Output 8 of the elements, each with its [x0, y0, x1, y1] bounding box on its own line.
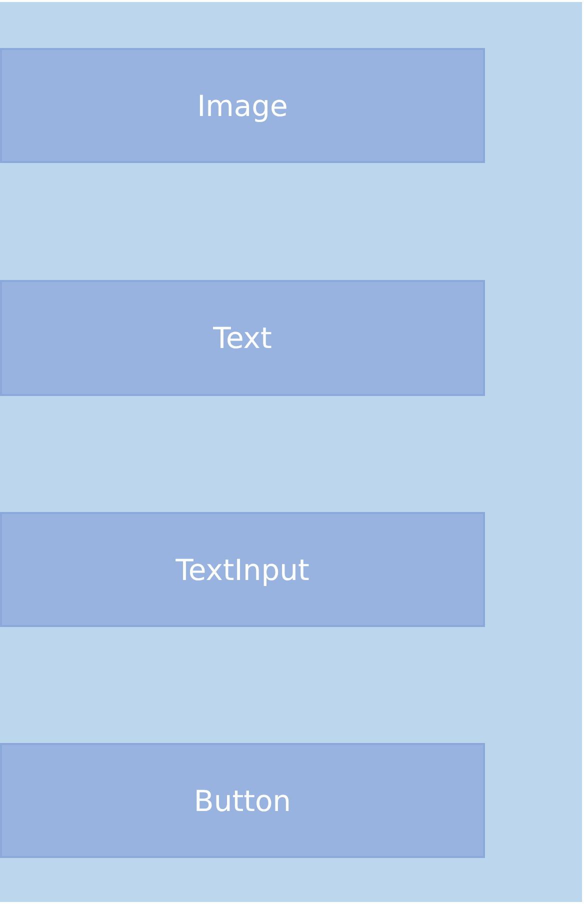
component-box — [0, 743, 485, 858]
box-label: TextInput — [176, 552, 310, 586]
component-box — [0, 48, 485, 163]
box-label: Button — [194, 784, 292, 818]
component-box — [0, 280, 485, 396]
box-label: Text — [213, 321, 272, 355]
component-box — [0, 512, 485, 627]
box-label: Image — [197, 88, 288, 122]
